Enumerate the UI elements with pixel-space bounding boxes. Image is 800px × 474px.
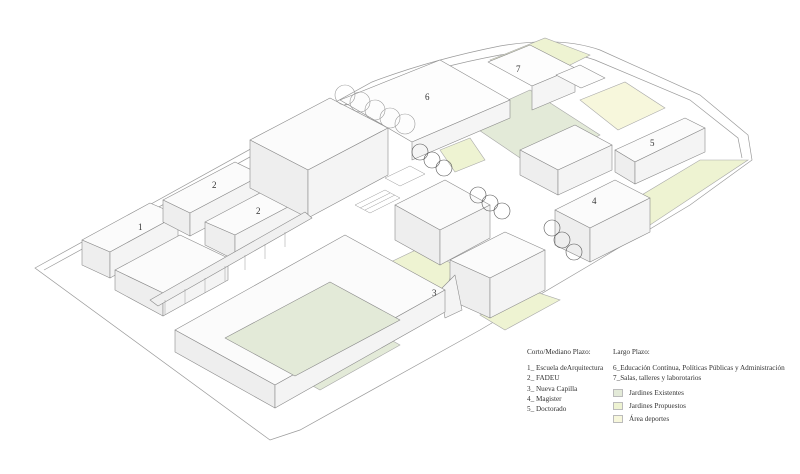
swatch-label: Área deportes — [629, 415, 670, 423]
building-5 — [614, 117, 706, 185]
swatch-proposed-gardens — [613, 402, 623, 411]
sports-area — [579, 81, 666, 131]
legend-swatch-row: Jardines Propuestos — [613, 401, 793, 412]
buildings — [81, 44, 706, 409]
stairs — [354, 165, 426, 214]
swatch-existing-gardens — [613, 389, 623, 398]
label-building-5: 5 — [650, 138, 655, 148]
tree-cluster-center — [411, 143, 583, 261]
building-labels: 1 2 2 3 4 5 6 7 — [138, 64, 655, 298]
legend-item: 7_Salas, talleres y laborotarios — [613, 374, 702, 383]
legend-item: 6_Educación Contínua, Políticas Públicas… — [613, 364, 785, 373]
building-3 — [439, 231, 546, 319]
legend-item: 2_ FADEU — [527, 374, 560, 383]
label-building-2a: 2 — [212, 180, 217, 190]
legend-long-term-title: Largo Plazo: — [613, 348, 650, 356]
label-building-6: 6 — [425, 92, 430, 102]
legend-short-term-title: Corto/Mediano Plazo: — [527, 348, 591, 356]
legend-swatch-row: Área deportes — [613, 414, 793, 425]
building-east-cluster — [519, 124, 613, 196]
tree-cluster-north — [334, 84, 416, 135]
swatch-label: Jardines Propuestos — [629, 402, 686, 410]
label-building-7: 7 — [516, 64, 521, 74]
legend-item: 4_ Magister — [527, 394, 562, 403]
legend-item: 1_ Escuela deArquitectura — [527, 364, 604, 373]
walkway-posts — [164, 232, 286, 315]
swatch-sports-area — [613, 415, 623, 424]
building-central — [394, 179, 491, 266]
legend-item: 3_ Nueva Capilla — [527, 384, 578, 393]
building-6 — [339, 59, 511, 161]
legend-short-term: Corto/Mediano Plazo: 1_ Escuela deArquit… — [527, 347, 637, 414]
label-building-3: 3 — [432, 288, 437, 298]
building-7 — [487, 44, 606, 111]
label-building-2b: 2 — [256, 206, 261, 216]
swatch-label: Jardines Existentes — [629, 389, 684, 397]
building-tall-block — [249, 97, 389, 219]
label-building-1: 1 — [138, 222, 143, 232]
legend-swatch-row: Jardines Existentes — [613, 388, 793, 399]
legend-item: 5_ Doctorado — [527, 405, 567, 414]
label-building-4: 4 — [592, 196, 597, 206]
building-courtyard — [174, 234, 446, 409]
covered-walkway — [149, 211, 313, 307]
proposed-garden-mid — [439, 137, 486, 173]
building-4 — [554, 179, 651, 263]
legend-long-term: Largo Plazo: 6_Educación Contínua, Polít… — [613, 347, 793, 425]
trees — [334, 84, 583, 261]
